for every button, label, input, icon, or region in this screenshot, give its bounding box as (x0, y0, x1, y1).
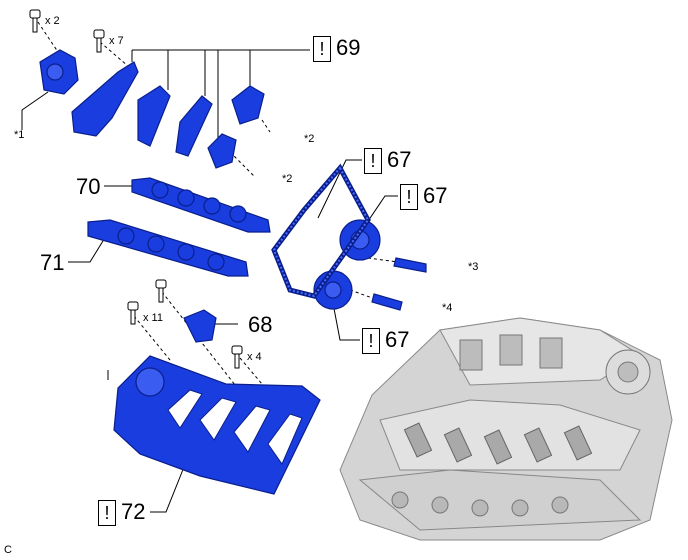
warning-icon: ! (400, 184, 418, 210)
callout-67-middle: 67 (423, 183, 448, 208)
note-4: *4 (442, 302, 453, 314)
callout-71: 71 (40, 250, 65, 275)
warning-icon: ! (362, 328, 380, 354)
note-1: *1 (14, 129, 25, 141)
qty-x11: x 11 (143, 312, 163, 324)
callout-67-top: 67 (387, 147, 412, 172)
qty-x2: x 2 (45, 15, 60, 27)
qty-x7: x 7 (109, 35, 124, 47)
callout-67-bottom: 67 (385, 327, 410, 352)
note-3: *3 (468, 261, 479, 273)
note-2-upper: *2 (304, 133, 315, 145)
bolt-icons (29, 9, 243, 369)
warning-icon: ! (98, 500, 116, 526)
callout-69: 69 (336, 35, 361, 60)
housing-openings (167, 389, 303, 466)
warning-icon: ! (364, 148, 382, 174)
callout-70: 70 (76, 174, 101, 199)
callout-72: 72 (121, 499, 146, 524)
warning-icon: ! (313, 36, 331, 62)
corner-code: C (4, 544, 12, 556)
engine-assembly-illustration (339, 317, 673, 541)
note-2-lower: *2 (282, 173, 293, 185)
qty-x4: x 4 (247, 351, 262, 363)
callout-68: 68 (248, 312, 273, 337)
